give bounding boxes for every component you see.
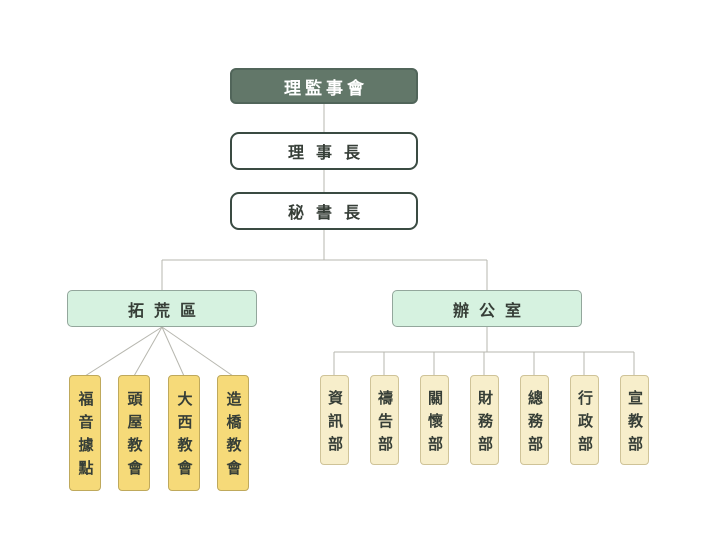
office-dept-node-3: 關懷部 (420, 375, 449, 465)
office-dept-label-5: 總務部 (526, 389, 543, 459)
office-dept-node-4: 財務部 (470, 375, 499, 465)
pioneer-dept-label-4: 造橋教會 (224, 391, 242, 483)
pioneer-dept-label-1: 福音據點 (76, 391, 94, 483)
org-node-office: 辦公室 (392, 290, 582, 327)
office-dept-node-5: 總務部 (520, 375, 549, 465)
office-dept-label-6: 行政部 (576, 389, 593, 459)
office-dept-node-1: 資訊部 (320, 375, 349, 465)
pioneer-dept-node-2: 頭屋教會 (118, 375, 150, 491)
org-node-secretary-general: 秘書長 (230, 192, 418, 230)
office-label: 辦公室 (452, 302, 531, 320)
pioneer-dept-label-2: 頭屋教會 (125, 391, 143, 483)
office-dept-label-3: 關懷部 (426, 389, 443, 459)
pioneer-dept-node-4: 造橋教會 (217, 375, 249, 491)
secretary-general-label: 秘書長 (287, 205, 372, 222)
org-node-board: 理監事會 (230, 68, 418, 104)
org-node-chairman: 理事長 (230, 132, 418, 170)
pioneer-dept-node-3: 大西教會 (168, 375, 200, 491)
office-dept-label-4: 財務部 (476, 389, 493, 459)
pioneer-dept-node-1: 福音據點 (69, 375, 101, 491)
board-label: 理監事會 (284, 78, 368, 98)
office-dept-node-2: 禱告部 (370, 375, 399, 465)
office-dept-label-7: 宣教部 (626, 389, 643, 459)
chairman-label: 理事長 (287, 145, 372, 162)
office-dept-label-2: 禱告部 (376, 389, 393, 459)
pioneer-dept-label-3: 大西教會 (175, 391, 193, 483)
office-dept-node-6: 行政部 (570, 375, 599, 465)
office-dept-label-1: 資訊部 (326, 389, 343, 459)
office-dept-node-7: 宣教部 (620, 375, 649, 465)
org-node-pioneer-area: 拓荒區 (67, 290, 257, 327)
pioneer-area-label: 拓荒區 (127, 302, 206, 320)
